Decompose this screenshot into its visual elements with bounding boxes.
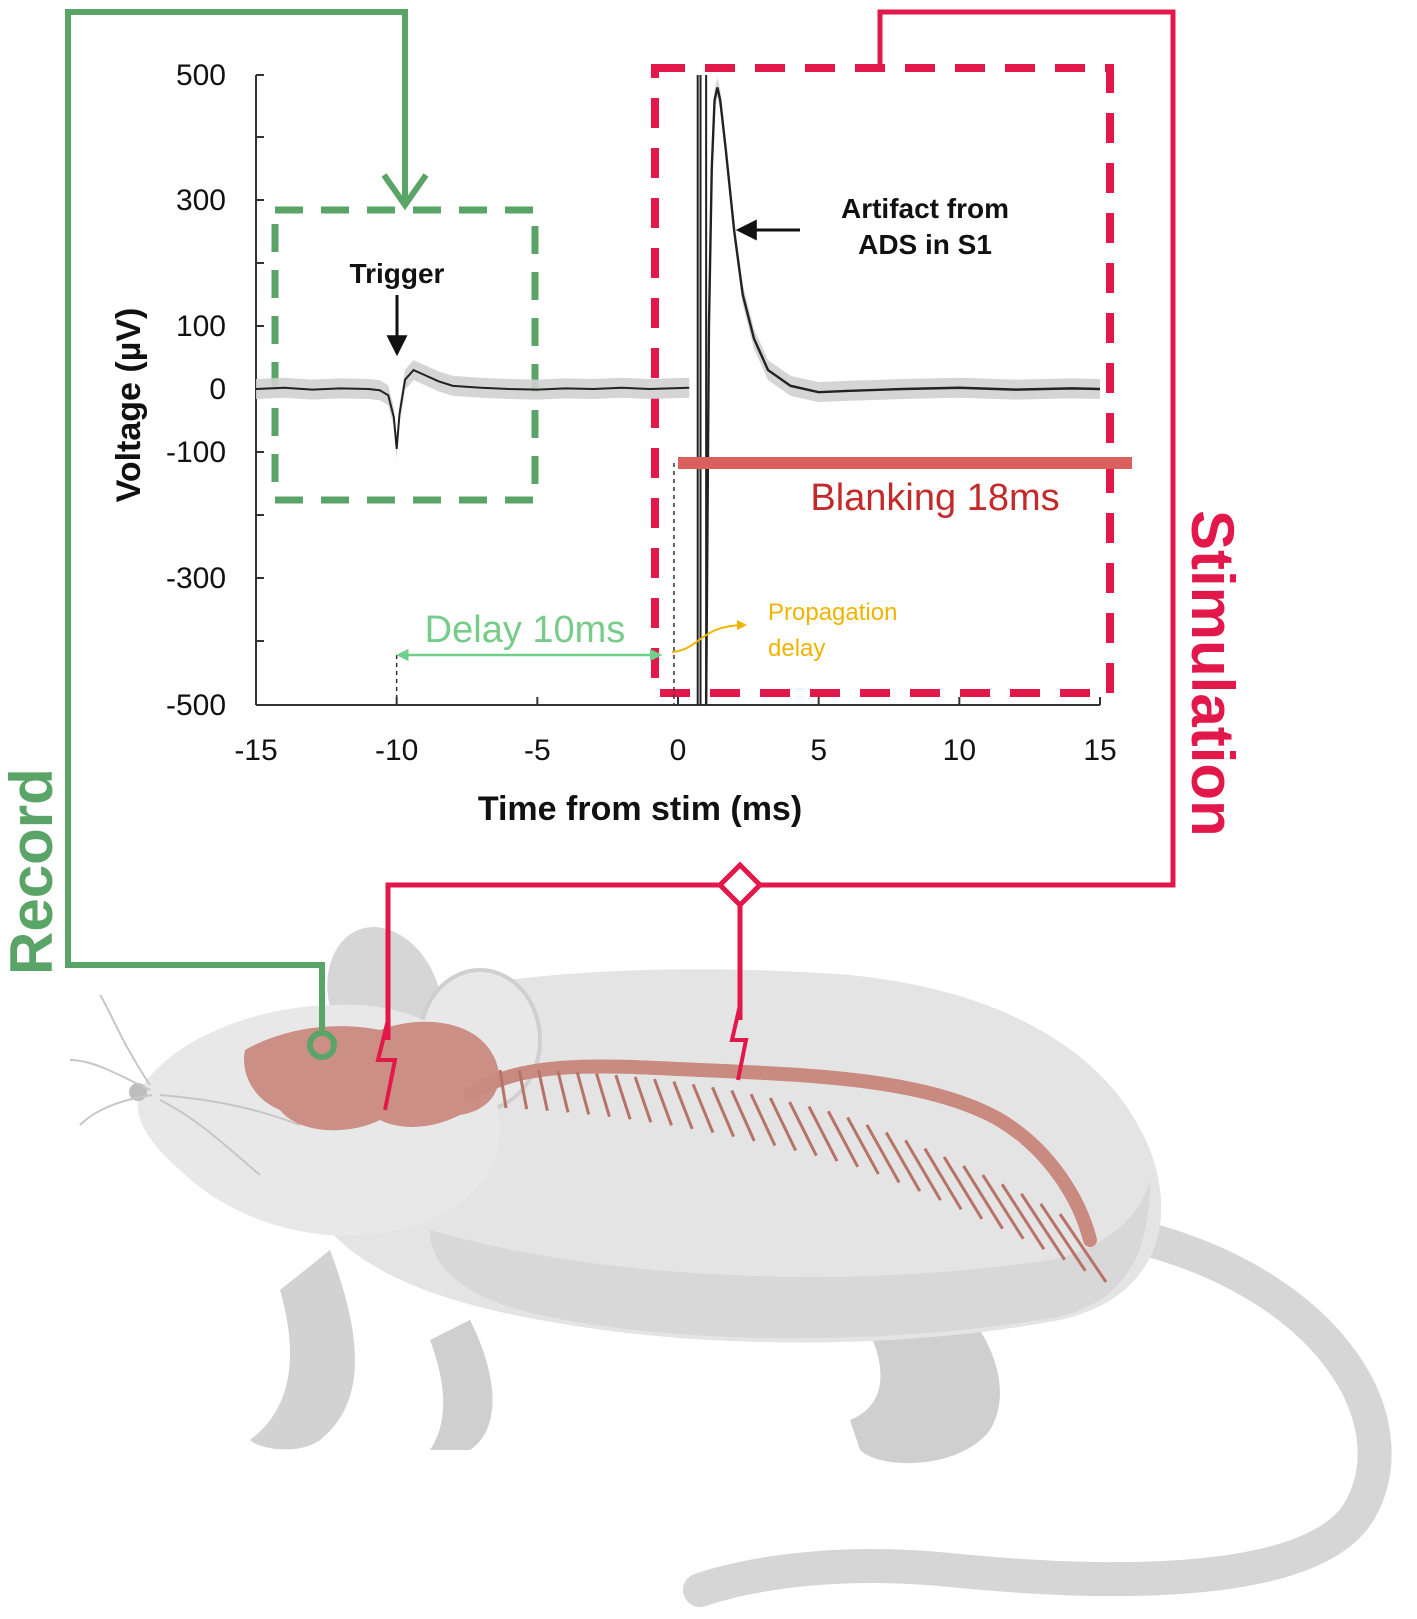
x-tick-label: 5 (810, 734, 827, 767)
stimulation-label: Stimulation (1179, 510, 1246, 837)
nerve-fiber (633, 1076, 653, 1123)
nerve-fiber (981, 1174, 1025, 1240)
record-arrowhead (381, 173, 429, 211)
propagation-arrow (671, 620, 747, 653)
x-tick-label: -5 (524, 734, 551, 767)
rat-belly-shade (430, 1180, 1150, 1339)
artifact-label-line2: ADS in S1 (858, 229, 992, 260)
nerve-fiber (575, 1071, 591, 1115)
rat-spinal-nerves (498, 1069, 1108, 1283)
nerve-fiber (962, 1165, 1004, 1230)
record-wire (65, 9, 408, 1033)
rat-front-leg-far (430, 1320, 493, 1450)
x-tick-label: 15 (1083, 734, 1116, 767)
nerve-fiber (865, 1124, 901, 1184)
stimulus-lines (696, 75, 708, 705)
delay-label: Delay 10ms (425, 609, 626, 651)
nerve-fiber (904, 1139, 942, 1201)
y-tick-label: -300 (166, 562, 226, 595)
nerve-fiber (498, 1069, 508, 1109)
x-tick-label: -15 (234, 734, 277, 767)
nerve-fiber (1058, 1213, 1108, 1283)
trace-band-post (706, 77, 1100, 715)
y-axis-title: Voltage (µV) (110, 308, 148, 503)
nerve-fiber (807, 1105, 839, 1162)
trace-pre-stim (255, 368, 690, 449)
y-tick-label: -100 (166, 436, 226, 469)
rat-spinal-cord (463, 1059, 1097, 1247)
nerve-fiber (826, 1110, 860, 1168)
y-tick-label: 300 (176, 184, 226, 217)
rat-front-leg-near (250, 1250, 355, 1450)
rat-illustration (69, 927, 1392, 1607)
record-electrode (307, 1030, 337, 1060)
propagation-label-line2: delay (768, 635, 825, 662)
x-tick-label: 10 (943, 734, 976, 767)
y-tick-label: 0 (209, 373, 226, 406)
blanking-label: Blanking 18ms (810, 477, 1059, 519)
trace-band-pre (256, 360, 690, 459)
stimulation-wire-branch (385, 882, 722, 1040)
y-ticks: 500 300 100 0 -100 -300 -500 (166, 59, 264, 722)
rat-whiskers (69, 994, 301, 1176)
lightning-brain-icon (375, 1019, 398, 1111)
nerve-fiber (653, 1078, 673, 1126)
nerve-fiber (730, 1089, 756, 1142)
nerve-fiber (768, 1097, 798, 1152)
propagation-label-line1: Propagation (768, 599, 897, 626)
nerve-fiber (614, 1074, 632, 1120)
stimulator-node (716, 861, 764, 909)
nerve-fiber (595, 1073, 611, 1118)
y-tick-label: -500 (166, 689, 226, 722)
nerve-fiber (537, 1070, 549, 1111)
nerve-fiber (1020, 1193, 1066, 1261)
record-label: Record (0, 768, 65, 975)
nerve-fiber (884, 1131, 922, 1192)
x-tick-label: -10 (375, 734, 418, 767)
x-ticks: -15 -10 -5 0 5 10 15 (234, 697, 1117, 767)
trigger-window-box (271, 206, 539, 504)
stimulation-window-box (651, 64, 1114, 697)
rat-tail (683, 1223, 1392, 1607)
y-minor-ticks (256, 136, 264, 642)
nerve-fiber (788, 1101, 818, 1157)
nerve-fiber (672, 1081, 694, 1130)
x-tick-label: 0 (670, 734, 687, 767)
nerve-fiber (556, 1070, 570, 1113)
nerve-fiber (942, 1156, 984, 1220)
nerve-fiber (749, 1093, 777, 1147)
stimulation-wire (758, 9, 1176, 888)
artifact-label-line1: Artifact from (841, 193, 1009, 224)
lightning-spine-icon (729, 1004, 749, 1081)
stimulation-circuit: Stimulation (375, 9, 1246, 1111)
x-axis-title: Time from stim (ms) (478, 790, 802, 828)
y-tick-label: 500 (176, 59, 226, 92)
nerve-fiber (1039, 1202, 1087, 1272)
record-circuit: Record (0, 9, 539, 1060)
nerve-fiber (846, 1116, 880, 1175)
nerve-fiber (517, 1069, 529, 1110)
trace-post-stim (704, 87, 1101, 706)
voltage-chart: -15 -10 -5 0 5 10 15 500 300 100 0 -100 -300 -500 Ti… (110, 59, 1132, 828)
nerve-fiber (711, 1086, 735, 1138)
nerve-fiber (1000, 1183, 1046, 1250)
nerve-fiber (691, 1083, 715, 1134)
nerve-fiber (923, 1147, 963, 1211)
trigger-label: Trigger (350, 258, 445, 289)
y-tick-label: 100 (176, 310, 226, 343)
